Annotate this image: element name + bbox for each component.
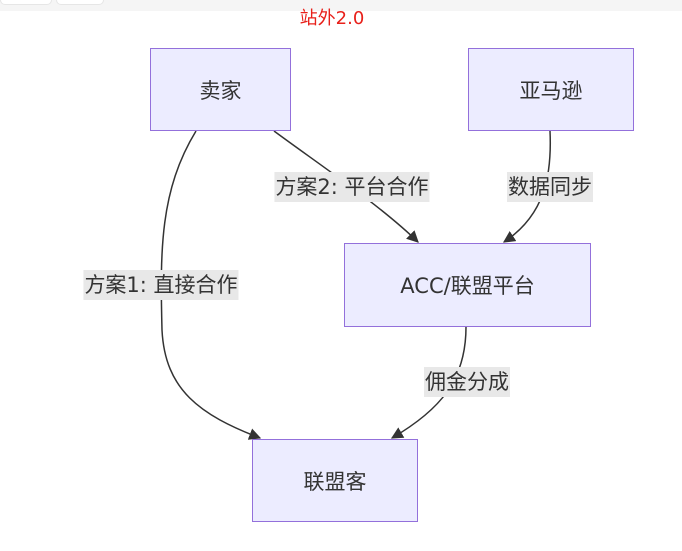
node-seller-label: 卖家 (199, 78, 242, 103)
edge-label-plan2: 方案2: 平台合作 (274, 172, 430, 202)
node-amazon-label: 亚马逊 (519, 78, 583, 103)
node-affiliate[interactable]: 联盟客 (252, 439, 418, 522)
node-acc-platform-label: ACC/联盟平台 (400, 274, 535, 298)
node-acc-platform[interactable]: ACC/联盟平台 (344, 243, 591, 327)
edge-label-commission: 佣金分成 (424, 367, 510, 397)
node-amazon[interactable]: 亚马逊 (468, 48, 634, 131)
node-affiliate-label: 联盟客 (303, 469, 367, 494)
edge-seller-affiliate (160, 130, 262, 440)
edge-label-sync: 数据同步 (507, 172, 593, 202)
node-seller[interactable]: 卖家 (150, 48, 291, 131)
top-bar (0, 0, 682, 11)
diagram-title: 站外2.0 (299, 8, 365, 29)
edge-label-plan1: 方案1: 直接合作 (83, 270, 239, 300)
